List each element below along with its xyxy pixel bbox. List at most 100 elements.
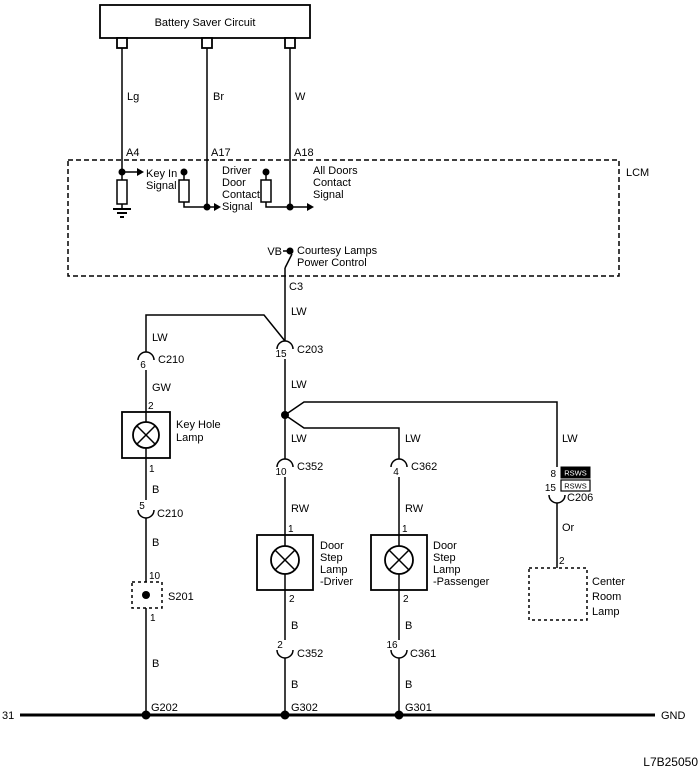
resistor-icon (116, 179, 128, 205)
pin-label: 2 (403, 594, 409, 605)
lamp-label: Door (320, 540, 344, 552)
splice-box (131, 581, 163, 609)
connector-name: C210 (158, 354, 184, 366)
wire-color-label: LW (152, 332, 168, 344)
output-label: Courtesy Lamps (297, 245, 378, 257)
connector-pin: 5 (139, 501, 145, 512)
wire-segment (183, 202, 207, 208)
pin-label: C3 (289, 281, 303, 293)
lamp-label: Lamp (592, 606, 620, 618)
battery-box (99, 4, 311, 39)
branch-wire-center-lamp (284, 401, 558, 467)
wire-color-label: LW (291, 433, 307, 445)
connector-c203: 15 C203 (275, 340, 323, 360)
signal-label: Key In (146, 168, 177, 180)
key-in-signal-input: Key In Signal (113, 168, 177, 218)
connector-name: C203 (297, 344, 323, 356)
variant-tag-label: RSWS (564, 482, 587, 491)
lamp-label: Room (592, 591, 621, 603)
lamp-label: Lamp (176, 432, 204, 444)
bus-left-label: 31 (2, 710, 14, 722)
connector-c362: 4 C362 (390, 458, 437, 478)
lamp-label: Lamp (320, 564, 348, 576)
pin-label: A17 (211, 147, 231, 159)
lamp-label: -Driver (320, 576, 353, 588)
connector-c352-bottom: 2 C352 (276, 640, 323, 660)
wire-color-label: B (152, 484, 159, 496)
lamp-label: Lamp (433, 564, 461, 576)
ground-icon (113, 208, 131, 218)
wire-color-label: LW (562, 433, 578, 445)
pin-label: 2 (148, 401, 154, 412)
lcm-module: LCM Key In Signal Driver Door (67, 159, 649, 277)
wire-segment (265, 202, 290, 208)
pin-label: 1 (288, 524, 294, 535)
battery-box-label: Battery Saver Circuit (155, 17, 256, 29)
feed-wires: Lg Br W A4 A17 A18 (121, 48, 314, 207)
wire-color-label: GW (152, 382, 172, 394)
pin-label: A4 (126, 147, 139, 159)
pin-label: 10 (149, 571, 161, 582)
connector-half-icon (137, 351, 155, 361)
lamp-label: Step (320, 552, 343, 564)
signal-label: Contact (313, 177, 351, 189)
wire-color-label: B (405, 620, 412, 632)
connector-c210-top: 6 C210 (137, 351, 184, 371)
signal-label: Signal (146, 180, 177, 192)
connector-c206: 8 RSWS 15 RSWS C206 (545, 466, 593, 504)
wire-color-label: LW (291, 306, 307, 318)
lamp-x-icon (136, 425, 156, 445)
lcm-label: LCM (626, 167, 649, 179)
connector-name: C206 (567, 492, 593, 504)
wire-color-label: LW (291, 379, 307, 391)
lamp-x-icon (388, 549, 410, 571)
signal-label: Signal (313, 189, 344, 201)
pin-label: 2 (559, 556, 565, 567)
lamp-label: Center (592, 576, 625, 588)
wire-color-label: B (152, 537, 159, 549)
branch-wire-passenger (284, 414, 400, 459)
resistor-icon (178, 179, 190, 203)
output-label: Power Control (297, 257, 367, 269)
pin-label: 1 (149, 464, 155, 475)
lamp-label: Key Hole (176, 419, 221, 431)
terminal-icon (284, 37, 296, 49)
arrow-right-icon (214, 203, 221, 211)
wire-color-label: B (152, 658, 159, 670)
wire-color-label: Lg (127, 91, 139, 103)
connector-half-icon (276, 458, 294, 468)
door-step-lamp-passenger: Door Step Lamp -Passenger (370, 534, 490, 591)
lamp-label: Step (433, 552, 456, 564)
wire-color-label: B (291, 620, 298, 632)
splice-s201: S201 (131, 581, 194, 609)
ground-junction-dot (394, 710, 404, 720)
courtesy-lamps-power-control-output: VB Courtesy Lamps Power Control (267, 245, 377, 269)
connector-name: C361 (410, 648, 436, 660)
connector-name: C352 (297, 648, 323, 660)
connector-pin: 2 (277, 640, 283, 651)
trunk-wire: C3 LW 15 C203 LW (145, 268, 558, 467)
signal-label: Door (222, 177, 246, 189)
wire-color-label: B (291, 679, 298, 691)
center-room-lamp-branch: LW 8 RSWS 15 RSWS C206 Or 2 Center Room … (528, 433, 625, 621)
terminal-icon (116, 37, 128, 49)
pin-label: 1 (150, 613, 156, 624)
connector-name: C362 (411, 461, 437, 473)
arrow-right-icon (137, 168, 144, 176)
bus-right-label: GND (661, 710, 686, 722)
wire-color-label: Or (562, 522, 575, 534)
connector-half-icon (390, 649, 408, 659)
pin-label: A18 (294, 147, 314, 159)
lamp-box (528, 567, 588, 621)
signal-label: Driver (222, 165, 252, 177)
variant-tag-filled (560, 466, 591, 479)
ground-label: G202 (151, 702, 178, 714)
connector-half-icon (390, 458, 408, 468)
connector-c210-bottom: 5 C210 (137, 501, 183, 520)
pin-label: 2 (289, 594, 295, 605)
ground-label: G302 (291, 702, 318, 714)
ground-label: G301 (405, 702, 432, 714)
lamp-x-icon (274, 549, 296, 571)
